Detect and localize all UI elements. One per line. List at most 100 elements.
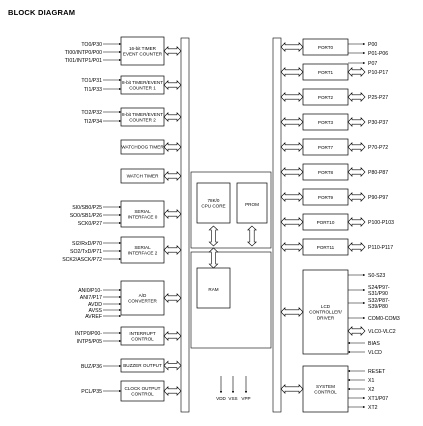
left-block-serial-interface-0-text: SERIAL [134, 209, 151, 214]
port-block-port1-pin-arrow [347, 67, 366, 77]
left-block-serial-interface-0-bus-arrow [163, 209, 182, 219]
port-block-port0-bus-arrow [280, 42, 304, 52]
port-block-port10-bus-arrow [280, 217, 304, 227]
port-block-port8-label: PORT8 [318, 170, 334, 175]
lcd-pin-label: VLCD [368, 350, 382, 356]
lcd-pin-label: S0-S23 [368, 273, 385, 279]
left-block-interrupt-control-bus-arrow [163, 331, 182, 341]
port-pin-label: P25-P27 [368, 95, 388, 101]
prom-bus-arrow [247, 225, 257, 247]
lcd-controller-block [302, 269, 349, 355]
pin-label: TI1/P33 [84, 87, 102, 93]
lcd-controller-text: LCD [321, 304, 331, 309]
cpu-bus-arrow [208, 225, 219, 247]
left-block-a-d-converter-text: CONVERTER [128, 299, 157, 304]
lcd-pin-label: S32/P87- [368, 298, 390, 304]
left-block-8-bit-timer-event-counter-2-bus-arrow [163, 112, 182, 122]
port-block-port2-pin-arrow [347, 92, 366, 102]
pin-label: SI2/RxD/P70 [72, 241, 102, 247]
left-block-interrupt-control-text: CONTROL [131, 337, 154, 342]
cpu-core-text: CPU CORE [201, 204, 225, 209]
power-pin-label: VPP [241, 396, 250, 401]
left-block-watch-timer-bus-arrow [163, 171, 182, 181]
pin-label: SCK2/ASCK/P72 [62, 257, 102, 263]
pin-label: INTP0/P00- [75, 331, 102, 337]
left-block-8-bit-timer-event-counter-1-text: COUNTER 1 [129, 86, 156, 91]
left-block-serial-interface-0 [120, 200, 165, 228]
ram-label: RAM [208, 287, 218, 292]
left-block-clock-output-control-bus-arrow [163, 386, 182, 396]
pin-label: ANI7/P17 [80, 295, 102, 301]
left-block-clock-output-control-text: CLOCK OUTPUT [125, 386, 161, 391]
port-block-port11-pin-arrow [347, 242, 366, 252]
lcd-pin-label: S24/P97- [368, 285, 390, 291]
left-block-serial-interface-0-text: INTERFACE 0 [128, 215, 158, 220]
lcd-pin-label: BIAS [368, 341, 380, 347]
pin-label: SCK0/P27 [78, 221, 102, 227]
port-block-port7-bus-arrow [280, 142, 304, 152]
pin-label: TI00/INTP0/P00 [65, 50, 102, 56]
port-pin-label: P10-P17 [368, 70, 388, 76]
port-block-port7-pin-arrow [347, 142, 366, 152]
diagram-title: BLOCK DIAGRAM [8, 8, 76, 17]
lcd-controller-text: DRIVER [317, 315, 335, 320]
port-block-port9-label: PORT9 [318, 195, 334, 200]
pin-label: TO2/P32 [81, 110, 102, 116]
left-block-a-d-converter [120, 280, 165, 316]
left-block-a-d-converter-bus-arrow [163, 293, 182, 303]
port-block-port8-pin-arrow [347, 167, 366, 177]
prom-block [236, 182, 268, 224]
pin-label: SO0/SB1/P26 [70, 213, 102, 219]
ram-block [196, 267, 231, 309]
left-block-16-bit-timer-event-counter-text: EVENT COUNTER [123, 52, 163, 57]
pin-label: TI2/P34 [84, 119, 102, 125]
left-internal-bus [180, 37, 190, 413]
pin-label: TO0/P30 [81, 42, 102, 48]
port-block-port1-label: PORT1 [318, 70, 334, 75]
left-block-serial-interface-2-text: INTERFACE 2 [128, 251, 158, 256]
left-block-16-bit-timer-event-counter [120, 36, 165, 66]
system-pin-label: X1 [368, 378, 374, 384]
lcd-pin-label: S31/P90 [368, 291, 388, 297]
port-block-port2-bus-arrow [280, 92, 304, 102]
port-block-port9-pin-arrow [347, 192, 366, 202]
left-block-serial-interface-2-bus-arrow [163, 245, 182, 255]
left-block-watchdog-timer-text: WATCHDOG TIMER [121, 145, 164, 150]
port-pin-label: P01-P06 [368, 51, 388, 57]
pin-label: TO1/P31 [81, 78, 102, 84]
pin-label: PCL/P35 [81, 389, 102, 395]
pin-label: SI0/SB0/P25 [72, 205, 102, 211]
lcd-controller-text: CONTROLLER/ [309, 310, 342, 315]
system-pin-label: X2 [368, 387, 374, 393]
system-bus-arrow [280, 384, 304, 394]
port-pin-label: P110-P117 [368, 245, 393, 251]
port-block-port7-label: PORT7 [318, 145, 334, 150]
pin-label: AVSS [89, 308, 103, 314]
port-pin-label: P80-P87 [368, 170, 388, 176]
left-block-buzzer-output-bus-arrow [163, 360, 182, 371]
port-block-port0-label: PORT0 [318, 45, 334, 50]
system-pin-label: XT1/P07 [368, 396, 388, 402]
left-block-8-bit-timer-event-counter-2-text: 8-bit TIMER/EVENT [122, 112, 163, 117]
cpu-core-text: 78K/0 [207, 198, 219, 203]
port-block-port3-pin-arrow [347, 117, 366, 127]
port-block-port3-bus-arrow [280, 117, 304, 127]
lcd-pin-label: COM0-COM3 [368, 316, 400, 322]
cpu-core-block [196, 182, 231, 224]
port-block-port10-label: PORT10 [317, 220, 335, 225]
left-block-16-bit-timer-event-counter-bus-arrow [163, 46, 182, 56]
left-block-serial-interface-2 [120, 236, 165, 264]
power-pin-label: VSS [228, 396, 237, 401]
left-block-8-bit-timer-event-counter-1-text: 8-bit TIMER/EVENT [122, 80, 163, 85]
port-block-port3-label: PORT3 [318, 120, 334, 125]
pin-label: BUZ/P36 [81, 364, 102, 370]
port-pin-label: P00 [368, 42, 377, 48]
left-block-serial-interface-2-text: SERIAL [134, 245, 151, 250]
ram-bus-arrow [208, 247, 219, 269]
lcd-pin-label: VLC0-VLC2 [368, 329, 396, 335]
system-pin-label: XT2 [368, 405, 378, 411]
pin-label: INTP5/P05 [77, 339, 102, 345]
system-control-text: SYSTEM [316, 384, 335, 389]
